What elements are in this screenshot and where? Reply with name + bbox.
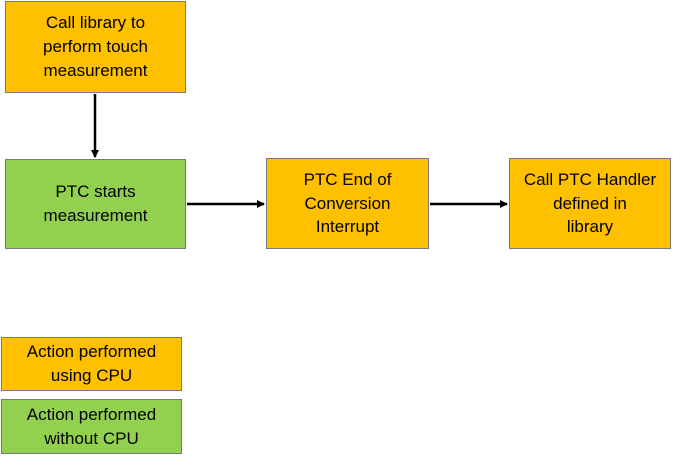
node-ptc-eoc-label: PTC End of Conversion Interrupt (303, 169, 392, 237)
legend-no-cpu: Action performed without CPU (1, 399, 182, 454)
legend-cpu: Action performed using CPU (1, 337, 182, 391)
node-call-handler-label: Call PTC Handler defined in library (523, 169, 657, 237)
node-call-ptc-handler: Call PTC Handler defined in library (509, 158, 671, 249)
node-ptc-end-of-conversion: PTC End of Conversion Interrupt (266, 158, 429, 249)
node-call-library-label: Call library to perform touch measuremen… (43, 13, 148, 80)
node-ptc-starts-measurement: PTC starts measurement (5, 159, 186, 249)
legend-no-cpu-label: Action performed without CPU (26, 404, 157, 448)
legend-cpu-label: Action performed using CPU (26, 342, 157, 385)
node-ptc-starts-label: PTC starts measurement (43, 182, 148, 225)
node-call-library: Call library to perform touch measuremen… (5, 1, 186, 93)
